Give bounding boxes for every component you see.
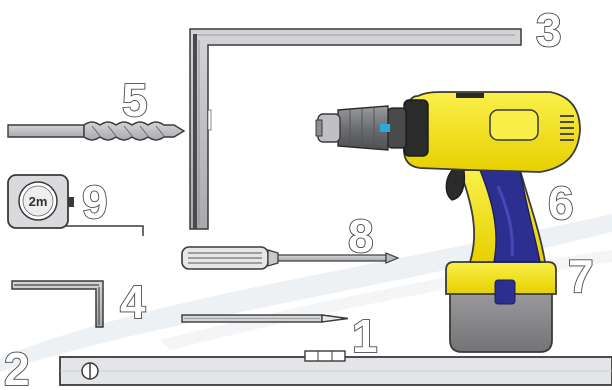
pencil-icon: [181, 314, 349, 323]
label-screwdriver: 8: [348, 210, 374, 262]
battery-pack: [445, 261, 557, 353]
label-square: 3: [536, 4, 562, 56]
drill-bit-icon: [7, 121, 186, 141]
label-pencil: 1: [352, 310, 378, 362]
spirit-level-icon: [59, 350, 612, 386]
tape-measure-icon: 2m: [7, 174, 144, 236]
label-level: 2: [4, 343, 30, 390]
label-drill-bit: 5: [122, 74, 148, 126]
cordless-drill-icon: [315, 91, 581, 353]
tape-measure-label: 2m: [29, 194, 48, 209]
screwdriver-icon: [181, 246, 400, 270]
label-battery: 7: [568, 250, 594, 302]
carpenter-square-icon: [189, 28, 522, 230]
label-tape-measure: 9: [82, 176, 108, 228]
label-drill-body: 6: [548, 177, 574, 229]
label-allen-key: 4: [120, 276, 146, 328]
allen-key-icon: [11, 280, 104, 328]
